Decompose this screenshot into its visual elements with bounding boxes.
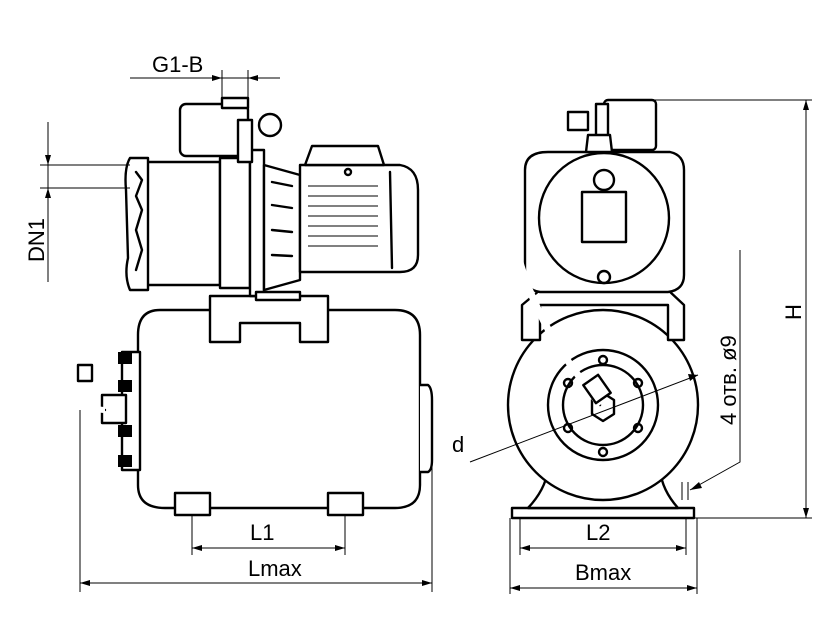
- hole-marks: [681, 482, 689, 500]
- tank-body: [136, 308, 422, 510]
- l2-dimension: [519, 518, 687, 555]
- holes-label: 4 отв. ø9: [716, 335, 741, 425]
- lmax-dimension: [79, 410, 433, 592]
- base-plate: [510, 506, 696, 520]
- holes-leader: [689, 250, 741, 491]
- adapter-ribs: [270, 180, 294, 258]
- flex-hose-side-inner: [80, 124, 181, 413]
- flange-bolt-6: [562, 377, 574, 389]
- hose-top-clamp: [566, 110, 590, 132]
- dn1-dimension: [40, 122, 130, 282]
- tank-foot-right: [326, 491, 365, 517]
- tank-end-cap: [420, 383, 434, 474]
- fill-plug: [592, 168, 616, 192]
- motor-adapter: [262, 163, 302, 292]
- h-dimension: [620, 99, 812, 519]
- terminal-screw: [343, 167, 353, 177]
- l2-label: L2: [586, 520, 610, 545]
- g1b-label: G1-B: [152, 52, 203, 77]
- pump-flange-detail: [134, 170, 144, 272]
- flange-bolt-3: [632, 422, 644, 434]
- tank-foot-left: [173, 491, 212, 517]
- hose-clamp: [76, 363, 94, 383]
- motor-rear-cap: [388, 170, 394, 270]
- tank-bracket: [208, 294, 330, 344]
- tank-connector-nut-4: [118, 455, 132, 467]
- bmax-dimension: [509, 518, 698, 594]
- l1-label: L1: [250, 520, 274, 545]
- motor-terminal-box: [303, 144, 386, 167]
- d-leader: [469, 374, 699, 463]
- tank-flange-outer: [546, 348, 660, 462]
- tank-connector-nut-2: [118, 380, 132, 392]
- d-label: d: [452, 432, 464, 457]
- motor-body: [298, 163, 420, 274]
- switch-neck: [584, 133, 614, 154]
- motor-cooling-fins: [308, 185, 378, 247]
- pressure-switch-cap: [220, 96, 250, 110]
- d-arrow: [688, 374, 698, 381]
- pressure-switch-front-cap: [594, 102, 610, 140]
- dn1-arrows: [45, 155, 51, 198]
- pump-label-plate: [580, 190, 628, 244]
- dn1-label: DN1: [24, 218, 49, 262]
- bmax-label: Bmax: [575, 560, 631, 585]
- l1-dimension: [191, 515, 346, 555]
- side-view: G1-B DN1 L1 Lmax: [24, 52, 434, 592]
- front-view: d 4 отв. ø9 H L2 Bmax: [452, 98, 812, 594]
- flange-bolt-4: [597, 446, 609, 458]
- flange-bolt-1: [597, 354, 609, 366]
- tank-connector-nut-3: [118, 425, 132, 437]
- tank-connector-nut-1: [118, 352, 132, 364]
- g1b-arrows: [212, 75, 258, 81]
- flex-hose-front-inner: [506, 116, 603, 408]
- elbow-fitting: [100, 393, 128, 425]
- pressure-gauge: [257, 112, 283, 138]
- flange-bolt-5: [562, 422, 574, 434]
- hose-bottom-clamp: [582, 373, 612, 405]
- lmax-label: Lmax: [248, 556, 302, 581]
- switch-mount: [236, 118, 254, 164]
- motor-bracket: [248, 148, 266, 298]
- holes-arrow: [690, 482, 702, 490]
- h-label: H: [781, 304, 806, 320]
- drain-plug: [596, 269, 612, 285]
- flange-bolt-2: [632, 377, 644, 389]
- pump-rear-collar: [218, 156, 252, 290]
- motor-stand: [254, 290, 302, 302]
